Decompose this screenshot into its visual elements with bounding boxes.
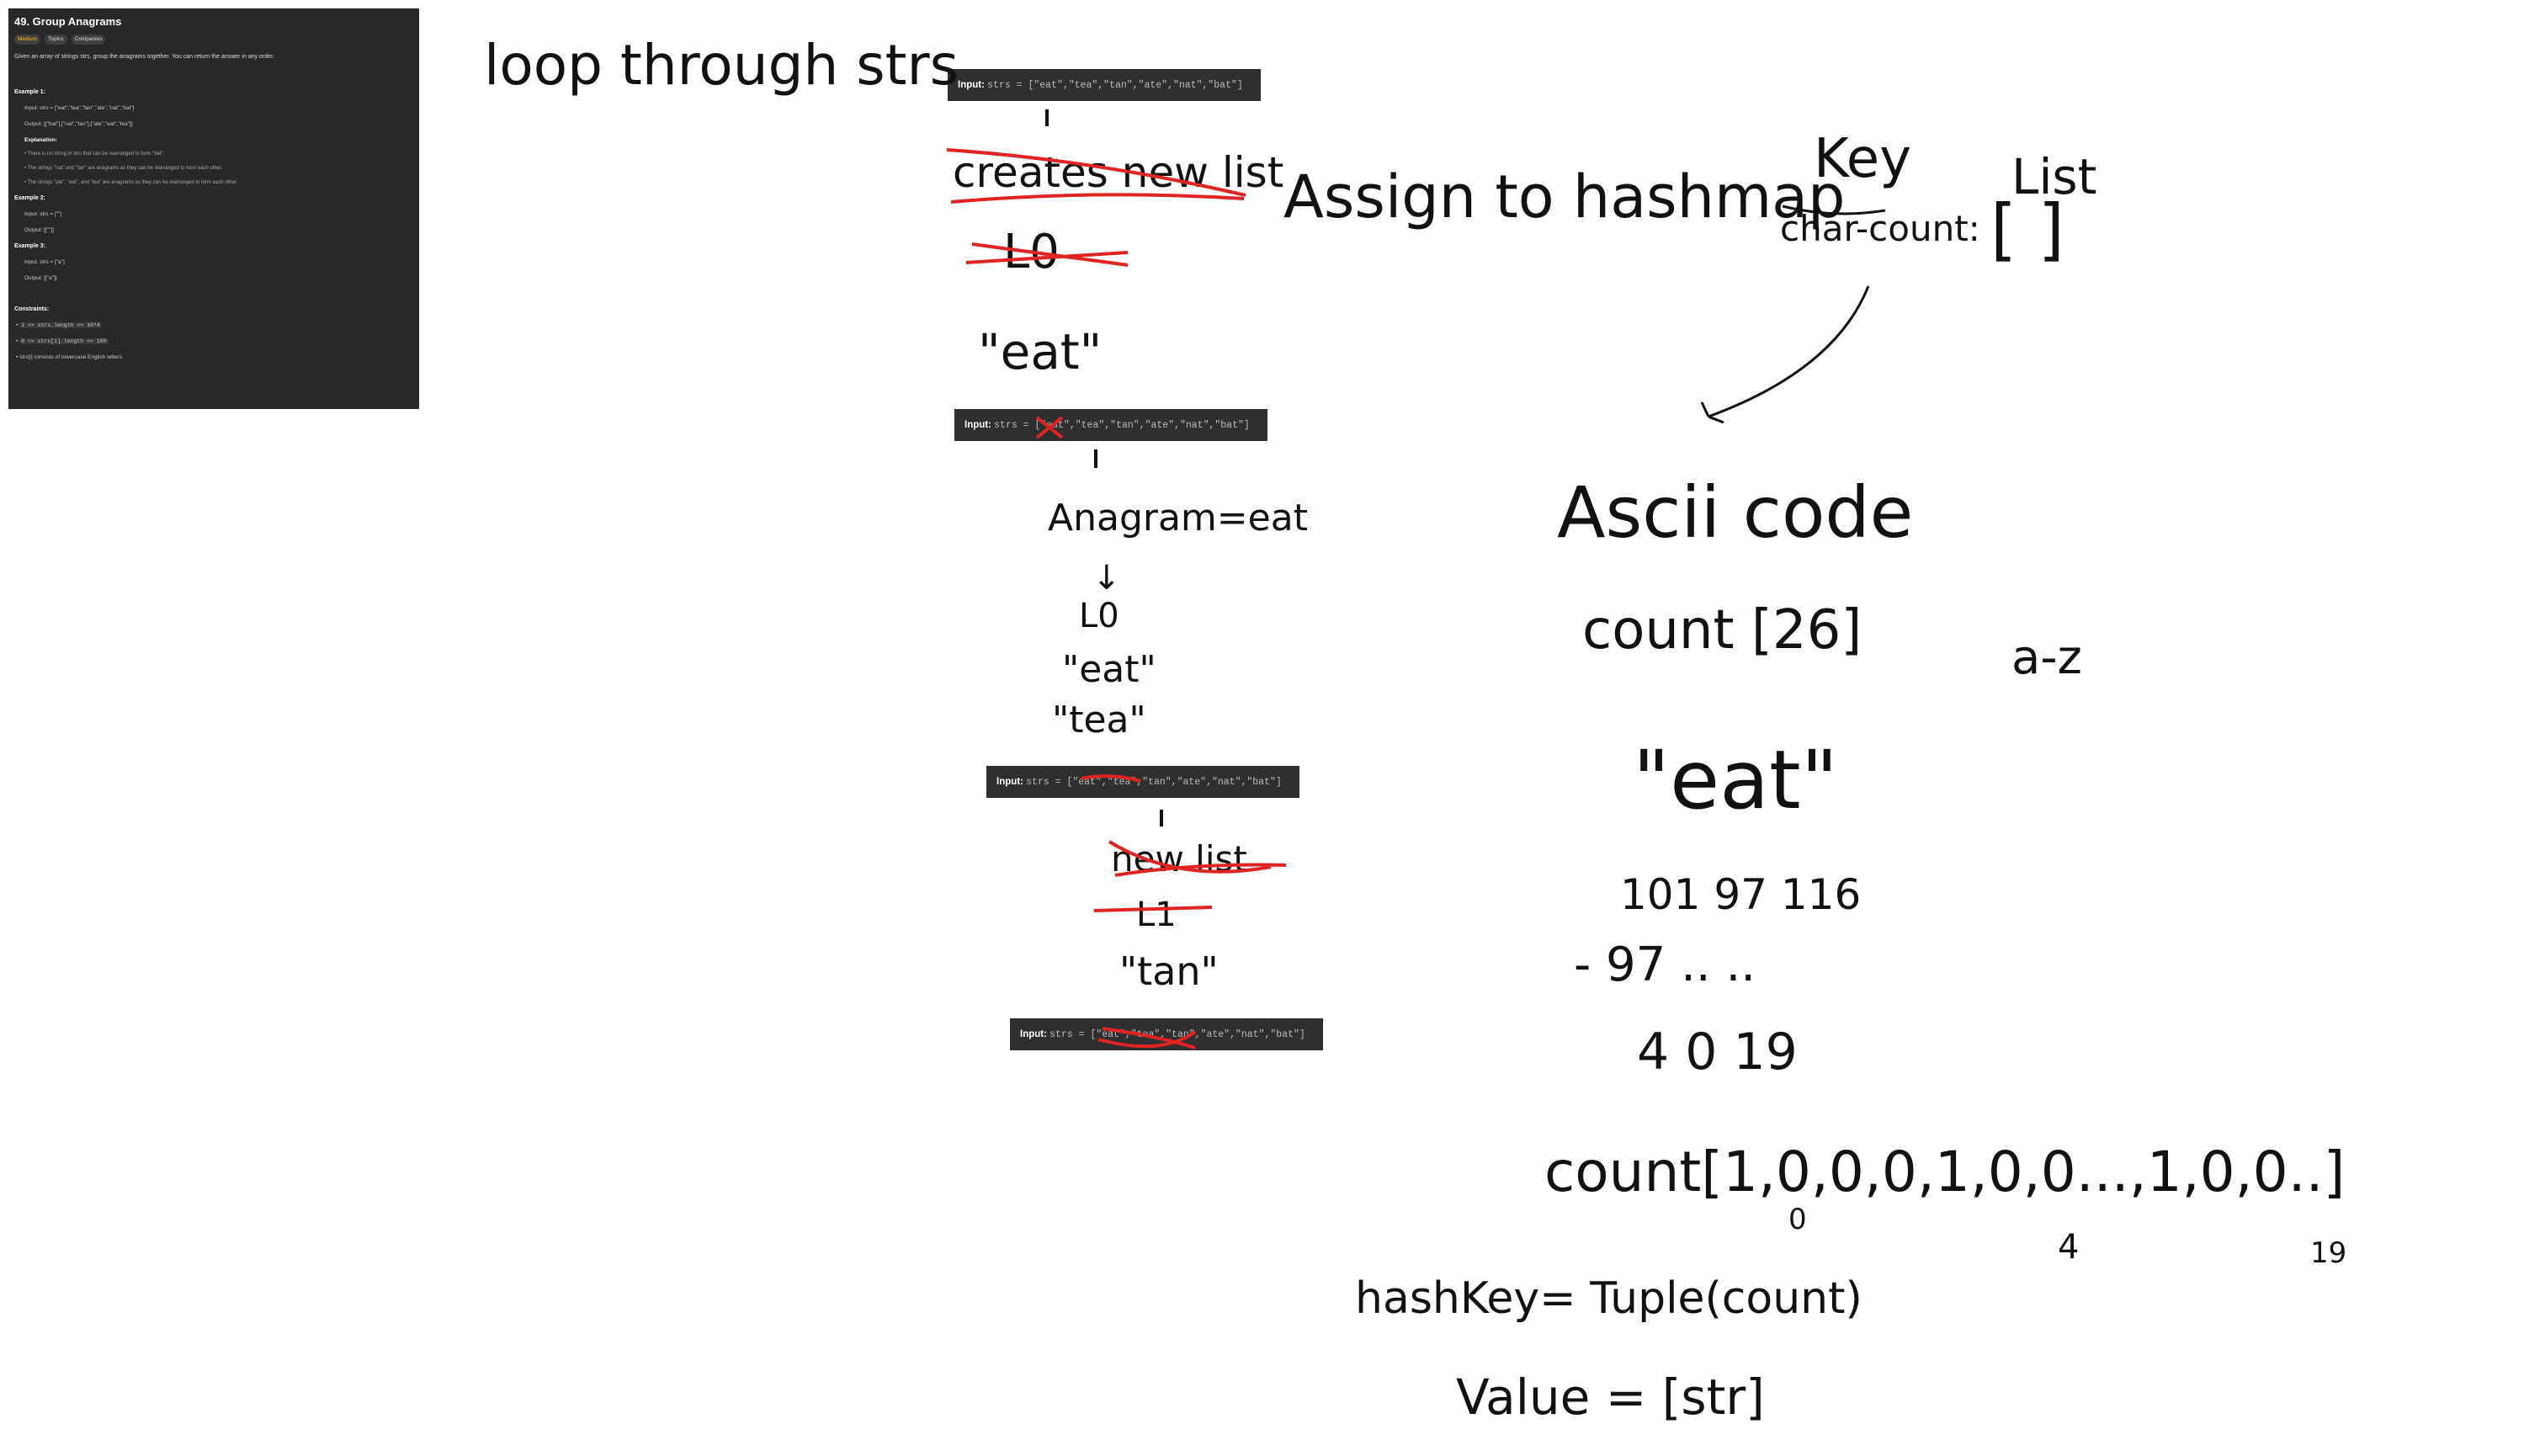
- note-ascii: Ascii code: [1557, 471, 1913, 554]
- arrow-head-icon: [1700, 401, 1724, 424]
- note-sub19: 19: [2310, 1236, 2346, 1270]
- note-anagram-eat: Anagram=eat: [1048, 497, 1308, 539]
- strip-label: Input:: [964, 420, 991, 430]
- note-count-array: count[1,0,0,0,1,0,0...,1,0,0..]: [1544, 1140, 2345, 1204]
- example1-input: Input: strs = ["eat","tea","tan","ate","…: [24, 105, 135, 111]
- example3-output: Output: [["a"]]: [24, 275, 57, 281]
- strip-label: Input:: [958, 80, 985, 90]
- note-hashkey: hashKey= Tuple(count): [1355, 1273, 1862, 1324]
- strip-value: strs = ["eat","tea","tan","ate","nat","b…: [1049, 1029, 1305, 1040]
- constraints-heading: Constraints:: [14, 306, 50, 312]
- note-minus97: - 97 .. ..: [1574, 938, 1756, 992]
- explanation-heading: Explanation:: [24, 137, 58, 143]
- example3-heading: Example 3:: [14, 243, 45, 249]
- example1-output: Output: [["bat"],["nat","tan"],["ate","e…: [24, 121, 133, 127]
- example2-output: Output: [[""]]: [24, 227, 54, 233]
- problem-tags: Medium Topics Companies: [14, 35, 415, 45]
- strike-line: [950, 193, 1245, 204]
- note-eat-b: "eat": [1062, 648, 1156, 691]
- strike-line: [1782, 205, 1886, 215]
- note-az: a-z: [2011, 630, 2082, 685]
- explanation-item: There is no string in strs that can be r…: [24, 151, 415, 157]
- example2-input: Input: strs = [""]: [24, 211, 62, 217]
- note-l0-b: L0: [1079, 597, 1119, 635]
- note-char-count: char-count:: [1780, 208, 1980, 249]
- note-l1: L1: [1136, 895, 1177, 934]
- constraint-text: 1 <= strs.length <= 10^4: [19, 322, 102, 328]
- arrow-curve: [1708, 285, 1870, 418]
- note-sub4: 4: [2058, 1228, 2079, 1267]
- example3-input: Input: strs = ["a"]: [24, 259, 65, 265]
- strike-line: [971, 242, 1129, 267]
- strike-line: [946, 148, 1246, 197]
- note-idx: 4 0 19: [1637, 1023, 1798, 1081]
- constraint-item: 1 <= strs.length <= 10^4: [16, 322, 415, 328]
- input-strip-3: Input: strs = ["eat","tea","tan","ate","…: [986, 766, 1299, 798]
- note-codes: 101 97 116: [1620, 870, 1861, 919]
- constraint-item: strs[i] consists of lowercase English le…: [16, 354, 415, 360]
- constraint-item: 0 <= strs[i].length <= 100: [16, 338, 415, 344]
- strike-eat: [1035, 416, 1064, 439]
- note-brackets: [ ]: [1990, 190, 2064, 268]
- input-strip-1: Input: strs = ["eat","tea","tan","ate","…: [948, 69, 1261, 101]
- constraint-text: 0 <= strs[i].length <= 100: [19, 338, 109, 344]
- strike-line: [1114, 863, 1287, 877]
- difficulty-badge[interactable]: Medium: [14, 35, 41, 45]
- problem-description: Given an array of strings strs, group th…: [14, 54, 274, 60]
- note-sub0: 0: [1788, 1203, 1807, 1236]
- strip-label: Input:: [1020, 1029, 1047, 1039]
- example1-heading: Example 1:: [14, 89, 45, 95]
- explanation-item: The strings "nat" and "tan" are anagrams…: [24, 166, 415, 171]
- note-value: Value = [str]: [1456, 1368, 1765, 1426]
- note-assign: Assign to hashmap: [1283, 162, 1845, 231]
- note-loop: loop through strs: [484, 33, 959, 98]
- strike-line: [1102, 1027, 1196, 1049]
- note-eat-big: "eat": [1633, 733, 1838, 827]
- note-count26: count [26]: [1582, 599, 1862, 662]
- note-eat-a: "eat": [978, 323, 1102, 380]
- explanation-item: The strings "ate", "eat", and "tea" are …: [24, 180, 415, 185]
- strike-line: [1097, 1030, 1197, 1049]
- note-tea: "tea": [1052, 699, 1146, 741]
- example2-heading: Example 2:: [14, 195, 45, 201]
- strip-label: Input:: [996, 777, 1023, 787]
- strike-line: [1081, 774, 1141, 783]
- strike-line: [1093, 906, 1213, 912]
- arrow-down-icon: ↓: [1092, 559, 1121, 598]
- note-tan: "tan": [1119, 949, 1219, 994]
- strip-value: strs = ["eat","tea","tan","ate","nat","b…: [1026, 777, 1282, 788]
- strip-value: strs = ["eat","tea","tan","ate","nat","b…: [987, 80, 1243, 91]
- note-key: Key: [1814, 128, 1911, 190]
- problem-panel: 49. Group Anagrams Medium Topics Compani…: [8, 8, 419, 409]
- companies-tag[interactable]: Companies: [71, 35, 106, 45]
- strike-line: [965, 251, 1129, 264]
- topics-tag[interactable]: Topics: [45, 35, 67, 45]
- note-list: List: [2011, 148, 2096, 205]
- problem-title: 49. Group Anagrams: [14, 15, 122, 28]
